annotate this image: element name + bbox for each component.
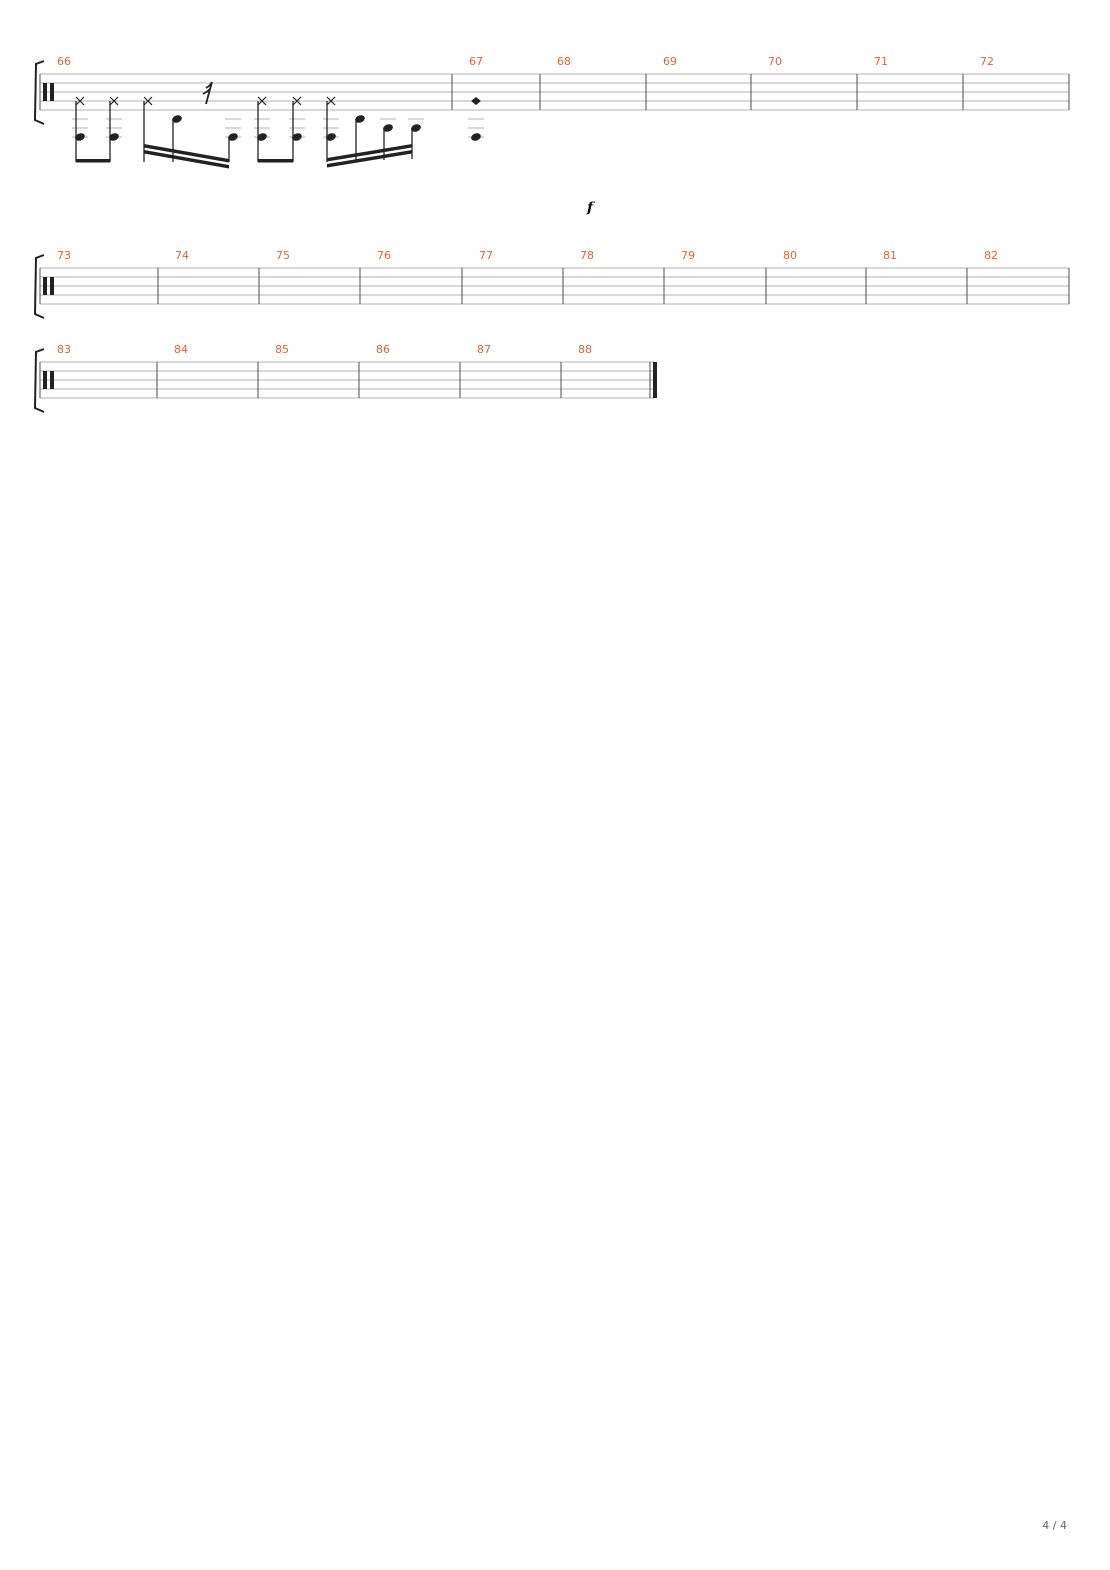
measure-number: 76 bbox=[377, 249, 391, 262]
measure-number: 87 bbox=[477, 343, 491, 356]
notehead bbox=[471, 133, 481, 141]
system-bracket bbox=[33, 254, 45, 319]
measure-number: 86 bbox=[376, 343, 390, 356]
measure-number: 74 bbox=[175, 249, 189, 262]
measure-number: 85 bbox=[275, 343, 289, 356]
measure-number: 84 bbox=[174, 343, 188, 356]
measure-number: 75 bbox=[276, 249, 290, 262]
notehead bbox=[355, 115, 365, 123]
beam bbox=[327, 144, 412, 162]
page-number: 4 / 4 bbox=[1042, 1519, 1067, 1532]
measure-number: 82 bbox=[984, 249, 998, 262]
final-barline-thick bbox=[653, 362, 657, 398]
measure-number: 80 bbox=[783, 249, 797, 262]
notehead bbox=[383, 124, 393, 132]
staff-system-3: 83 84 85 86 87 88 bbox=[33, 343, 657, 413]
notehead bbox=[292, 133, 302, 141]
measure-number: 79 bbox=[681, 249, 695, 262]
beam bbox=[327, 150, 412, 168]
beam bbox=[144, 144, 229, 163]
notehead bbox=[172, 115, 182, 123]
measure-number: 81 bbox=[883, 249, 897, 262]
cymbal-x-notehead bbox=[326, 96, 336, 106]
dynamic-marking: f bbox=[586, 200, 596, 216]
notehead bbox=[411, 124, 421, 132]
measure-number: 67 bbox=[469, 55, 483, 68]
cymbal-x-notehead bbox=[75, 96, 85, 106]
measure-number: 78 bbox=[580, 249, 594, 262]
staff-system-1: 66 67 68 69 70 71 72 f bbox=[33, 55, 1070, 216]
system-bracket bbox=[33, 60, 45, 125]
notehead bbox=[228, 133, 238, 141]
percussion-clef-bar bbox=[50, 277, 54, 295]
notehead bbox=[326, 133, 336, 141]
cymbal-x-notehead bbox=[109, 96, 119, 106]
notehead bbox=[257, 133, 267, 141]
measure-number: 83 bbox=[57, 343, 71, 356]
measure-number: 69 bbox=[663, 55, 677, 68]
percussion-clef-bar bbox=[50, 371, 54, 389]
system-bracket bbox=[33, 348, 45, 413]
percussion-clef-bar bbox=[43, 371, 47, 389]
beam bbox=[258, 159, 293, 163]
measure-number: 77 bbox=[479, 249, 493, 262]
measure-number: 66 bbox=[57, 55, 71, 68]
percussion-clef-bar bbox=[43, 83, 47, 101]
measure-number: 68 bbox=[557, 55, 571, 68]
beam bbox=[76, 159, 110, 163]
cymbal-x-notehead bbox=[143, 96, 153, 106]
notehead bbox=[109, 133, 119, 141]
sixteenth-rest bbox=[202, 81, 213, 105]
measure-number: 88 bbox=[578, 343, 592, 356]
measure-number: 73 bbox=[57, 249, 71, 262]
notehead bbox=[75, 133, 85, 141]
beam bbox=[144, 150, 229, 169]
measure-number: 71 bbox=[874, 55, 888, 68]
percussion-clef-bar bbox=[50, 83, 54, 101]
measure-number: 70 bbox=[768, 55, 782, 68]
staff-system-2: 73 74 75 76 77 78 79 80 81 82 bbox=[33, 249, 1070, 319]
measure-number: 72 bbox=[980, 55, 994, 68]
cymbal-x-notehead bbox=[257, 96, 267, 106]
crash-notehead bbox=[471, 97, 481, 105]
percussion-clef-bar bbox=[43, 277, 47, 295]
cymbal-x-notehead bbox=[292, 96, 302, 106]
